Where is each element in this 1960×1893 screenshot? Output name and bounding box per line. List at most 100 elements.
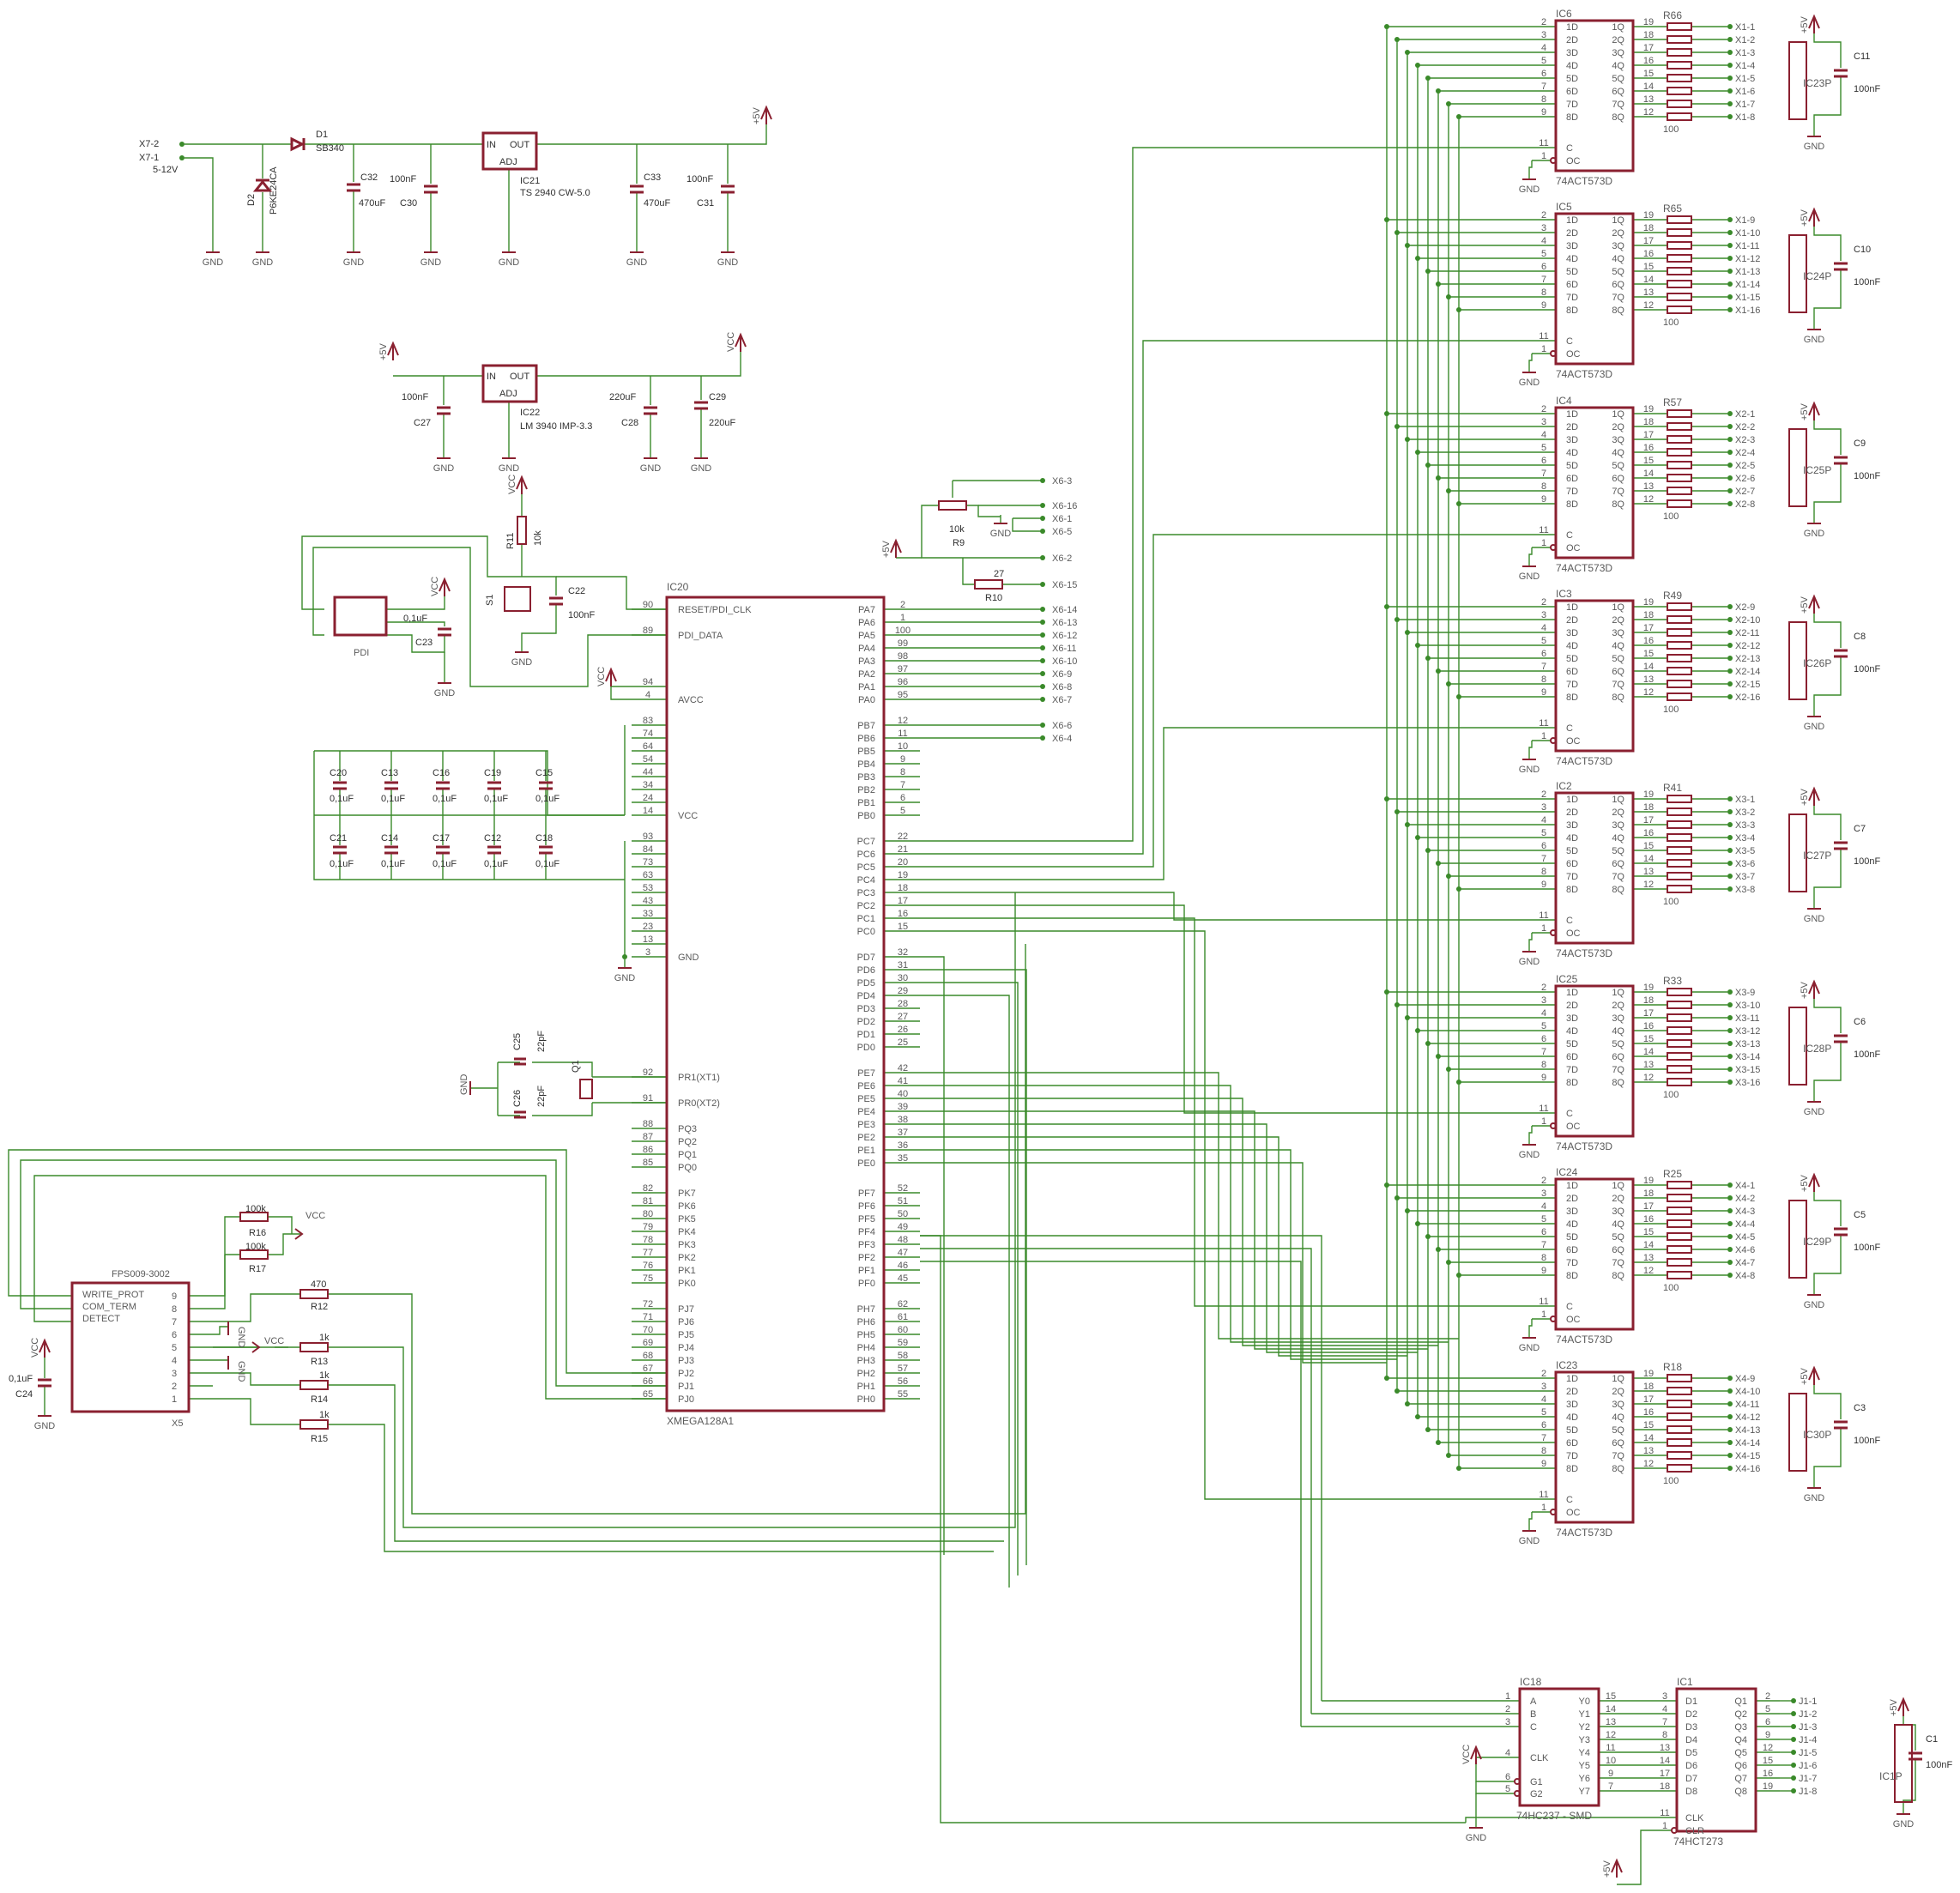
junction-dot <box>1727 1067 1733 1072</box>
junction-dot <box>1040 555 1045 560</box>
pin-number: 97 <box>898 664 908 674</box>
label: TS 2940 CW-5.0 <box>520 188 590 198</box>
label: 1D <box>1566 602 1578 613</box>
supply-label: +5V <box>1800 1174 1810 1192</box>
pin-number: 92 <box>643 1067 653 1078</box>
label: 6Q <box>1612 474 1624 484</box>
junction-dot <box>1727 88 1733 94</box>
vcc-arrow <box>294 1228 304 1240</box>
wire <box>920 1235 1466 1823</box>
label: 5D <box>1566 1039 1578 1049</box>
label: OUT <box>510 372 530 382</box>
output-label: X4-8 <box>1735 1271 1755 1281</box>
label: OUT <box>510 140 530 150</box>
series-resistor <box>1667 254 1692 263</box>
pin-name: PD6 <box>857 965 875 976</box>
label: 6D <box>1566 1438 1578 1448</box>
label: 3 <box>1541 223 1546 233</box>
label: G2 <box>1530 1789 1543 1799</box>
label: 3Q <box>1612 628 1624 638</box>
pin-name: PC4 <box>857 875 875 886</box>
label: 3 <box>1541 995 1546 1006</box>
series-resistor <box>1667 667 1692 675</box>
label: 18 <box>1643 223 1654 233</box>
wire <box>920 1261 1302 1727</box>
series-resistor <box>1667 461 1692 469</box>
label: D2 <box>1685 1709 1697 1720</box>
wire <box>920 930 1532 1500</box>
label: C23 <box>415 638 433 648</box>
junction-dot <box>1727 694 1733 699</box>
wire <box>1813 227 1842 261</box>
pin-number: 18 <box>898 883 908 893</box>
pin-name: PH0 <box>857 1394 875 1405</box>
label: 17 <box>1643 1201 1654 1212</box>
wire <box>1813 269 1842 321</box>
junction-dot <box>1727 861 1733 866</box>
label: IC28P <box>1803 1043 1831 1055</box>
wire <box>314 750 625 816</box>
label: 2D <box>1566 35 1578 45</box>
label: IC29P <box>1803 1236 1831 1248</box>
latch-value: 74ACT573D <box>1556 1527 1612 1539</box>
label: 2Q <box>1612 1194 1624 1204</box>
output-label: X2-2 <box>1735 422 1755 432</box>
label: 9 <box>1541 107 1546 118</box>
junction-dot <box>1727 1002 1733 1007</box>
label: 3Q <box>1612 1013 1624 1024</box>
output-label: X4-9 <box>1735 1374 1755 1384</box>
pin-number: 87 <box>643 1132 653 1142</box>
label: 3D <box>1566 435 1578 445</box>
label: Q8 <box>1734 1787 1747 1797</box>
series-resistor <box>1667 1181 1692 1189</box>
label: 4 <box>1541 236 1546 246</box>
label: 1Q <box>1612 409 1624 420</box>
x6-label: X6-10 <box>1052 656 1077 667</box>
label: 3 <box>172 1369 177 1379</box>
label: 11 <box>1660 1808 1669 1818</box>
pin-number: 35 <box>898 1153 908 1164</box>
supply-label: +5V <box>1800 1367 1810 1385</box>
label: 19 <box>1643 1369 1654 1379</box>
label: C18 <box>535 833 553 844</box>
label: IC30P <box>1803 1429 1831 1441</box>
pin-number: 29 <box>898 986 908 996</box>
label: A <box>1530 1696 1537 1707</box>
output-label: X1-2 <box>1735 35 1755 45</box>
label: 0,1uF <box>484 794 508 804</box>
series-resistor <box>1667 859 1692 868</box>
output-label: X1-13 <box>1735 267 1760 277</box>
label: C24 <box>15 1389 33 1400</box>
label: 5D <box>1566 461 1578 471</box>
wire <box>920 340 1532 855</box>
junction-dot <box>1727 1260 1733 1265</box>
label: 8Q <box>1612 692 1624 703</box>
label: 2 <box>1541 597 1546 608</box>
pin-name: PD2 <box>857 1017 875 1027</box>
label: 5Q <box>1612 461 1624 471</box>
junction-dot <box>1727 1015 1733 1020</box>
supply-label: VCC <box>507 475 517 494</box>
label: 16 <box>1643 1214 1654 1225</box>
output-label: X4-11 <box>1735 1400 1760 1410</box>
latch-value: 74ACT573D <box>1556 562 1612 574</box>
label: 7Q <box>1612 1065 1624 1075</box>
wire <box>1813 33 1842 68</box>
junction-dot <box>1727 822 1733 827</box>
label: 13 <box>1643 674 1654 685</box>
pot-r9 <box>938 500 967 511</box>
label: 0,1uF <box>433 794 457 804</box>
pin-name: PA2 <box>858 669 875 680</box>
x7-1-label: X7-1 <box>139 153 159 163</box>
label: 6D <box>1566 1245 1578 1255</box>
label: VCC <box>305 1211 325 1221</box>
label: 13 <box>1643 481 1654 492</box>
pin-name: PE4 <box>857 1107 875 1117</box>
junction-dot <box>1727 437 1733 442</box>
label: 7 <box>1541 469 1546 479</box>
label: 7D <box>1566 1258 1578 1268</box>
label: 4 <box>172 1356 177 1366</box>
label: 1D <box>1566 22 1578 33</box>
label: 5D <box>1566 267 1578 277</box>
inv-bubble <box>1514 1790 1521 1797</box>
